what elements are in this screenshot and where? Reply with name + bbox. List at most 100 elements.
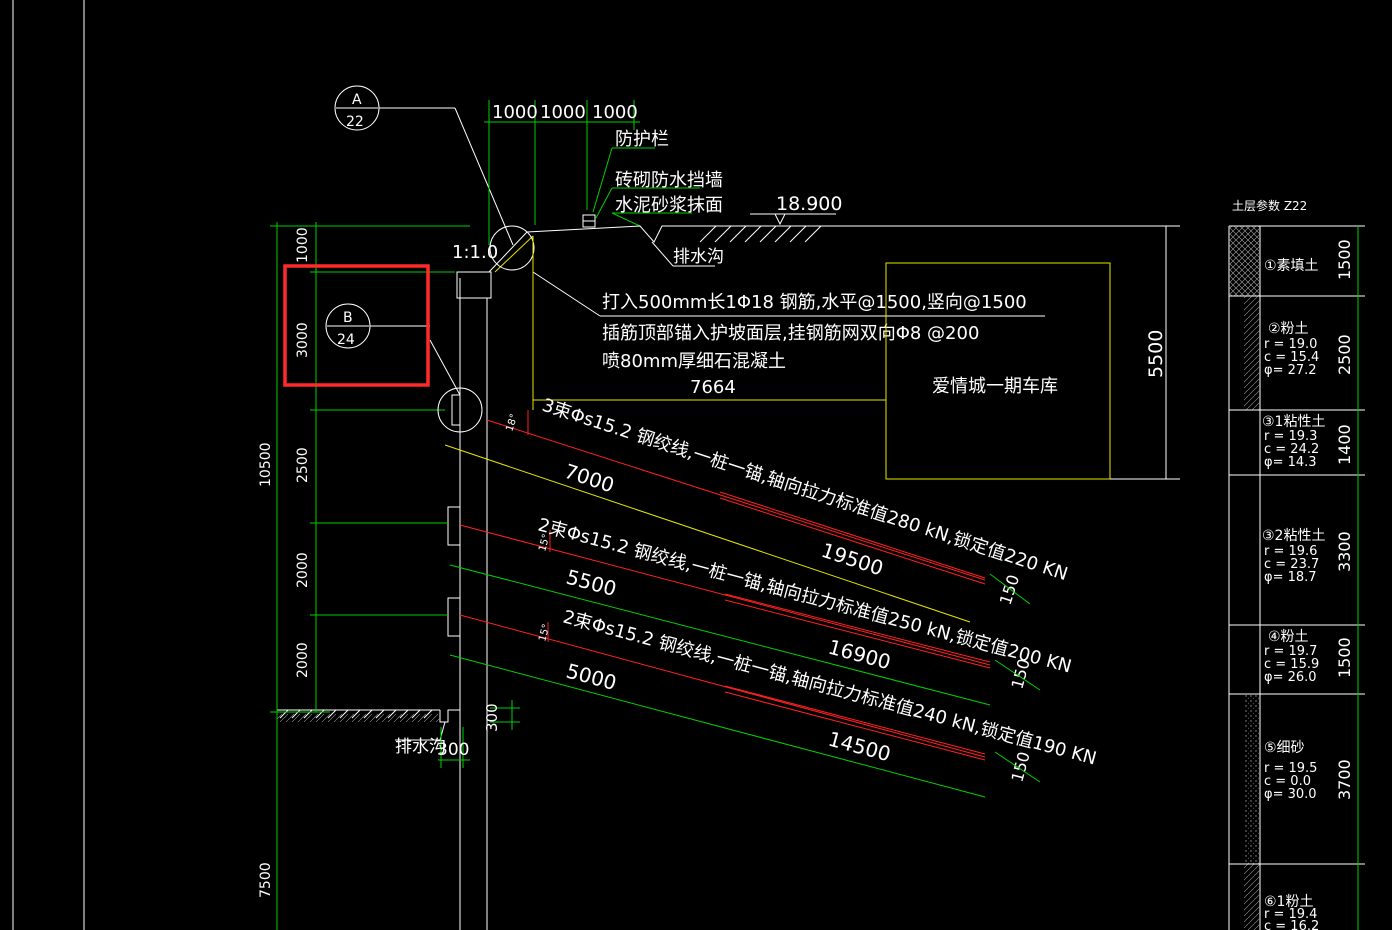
soil-layer-7: ⑥1粉土 r = 19.4 c = 16.2 [1264, 894, 1319, 930]
slope-ratio-label: 1:1.0 [452, 242, 498, 263]
anchor-3-angle: 15° [537, 623, 552, 643]
anchor-2-spacing-tick [994, 659, 1041, 691]
garage-offset-7664: 7664 [690, 377, 736, 398]
soil-6-thickness: 3700 [1335, 759, 1354, 800]
slope-note-line2: 插筋顶部锚入护坡面层,挂钢筋网双向Φ8 @200 [602, 323, 979, 344]
elevation-label: 18.900 [776, 193, 842, 215]
garage-label: 爱情城一期车库 [932, 376, 1058, 397]
garage-offset-dimension [532, 236, 886, 410]
soil-5-param-phi: φ= 26.0 [1264, 670, 1317, 685]
anchor-3-spacing: 150 [1008, 750, 1034, 784]
top-drain-leader [651, 241, 715, 267]
left-dim-bottom-7500: 7500 [258, 862, 274, 898]
soil-2-thickness: 2500 [1335, 334, 1354, 375]
soil-5-param-c: c = 15.9 [1264, 657, 1319, 672]
soil-3-name: ③1粘性土 [1262, 414, 1325, 430]
callout-b-letter: B [343, 310, 353, 326]
soil-5-param-r: r = 19.7 [1264, 644, 1317, 659]
left-dim-2500: 2500 [295, 447, 311, 483]
soil-4-param-phi: φ= 18.7 [1264, 570, 1317, 585]
anchor-2 [449, 524, 991, 706]
soil-1-name: ①素填土 [1264, 258, 1319, 274]
soil-4-param-c: c = 23.7 [1264, 557, 1319, 572]
left-dim-2000-a: 2000 [295, 552, 311, 588]
top-dimension-chain [484, 100, 640, 245]
soil-2-param-phi: φ= 27.2 [1264, 363, 1317, 378]
soil-column [1228, 225, 1365, 930]
soil-table-title: 土层参数 Z22 [1232, 198, 1307, 213]
callout-b-number: 24 [337, 332, 355, 348]
anchor-1-spacing-tick [989, 573, 1031, 605]
soil-4-thickness: 3300 [1335, 531, 1354, 572]
left-dimension-lines [270, 222, 470, 930]
bottom-dim-300-vertical [490, 700, 520, 730]
detail-circle-b [437, 387, 483, 433]
callout-a [334, 85, 514, 246]
soil-3-param-r: r = 19.3 [1264, 429, 1317, 444]
bottom-dim-300-v-text: 300 [483, 703, 501, 732]
soil-7-name: ⑥1粉土 [1264, 894, 1313, 910]
soil-6-name: ⑤细砂 [1264, 740, 1305, 756]
soil-7-param-r: r = 19.4 [1264, 907, 1317, 922]
garage-height-dimension [1110, 226, 1180, 480]
soil-3-param-c: c = 24.2 [1264, 442, 1319, 457]
top-dim-3: 1000 [592, 102, 638, 123]
anchor-1-spacing: 150 [996, 572, 1024, 607]
soil-6-param-c: c = 0.0 [1264, 774, 1311, 789]
top-dim-2: 1000 [540, 102, 586, 123]
soil-layer-2: ②粉土 r = 19.0 c = 15.4 φ= 27.2 2500 [1264, 321, 1354, 378]
detail-circle-top [489, 225, 535, 271]
slope-note-line1: 打入500mm长1Φ18 钢筋,水平@1500,竖向@1500 [602, 292, 1027, 313]
soil-2-param-c: c = 15.4 [1264, 350, 1319, 365]
slope-note-leader [532, 271, 1045, 317]
callout-a-number: 22 [346, 114, 364, 130]
soil-layer-4: ③2粘性土 r = 19.6 c = 23.7 φ= 18.7 3300 [1262, 528, 1354, 585]
soil-4-name: ③2粘性土 [1262, 528, 1325, 544]
top-leaders [582, 147, 700, 228]
anchor-2-angle: 15° [537, 533, 552, 553]
top-drain-label: 排水沟 [673, 247, 724, 267]
soil-layer-3: ③1粘性土 r = 19.3 c = 24.2 φ= 14.3 1400 [1262, 414, 1354, 470]
retaining-pile [447, 271, 492, 930]
soil-layer-6: ⑤细砂 r = 19.5 c = 0.0 φ= 30.0 3700 [1264, 740, 1354, 802]
anchor-3-bond-length: 14500 [826, 727, 894, 767]
top-ground [488, 213, 1180, 273]
anchor-3-free-length: 5000 [564, 659, 619, 695]
bottom-dim-300-text: 300 [437, 740, 469, 760]
left-dim-2000-b: 2000 [295, 642, 311, 678]
left-dim-total-10500: 10500 [258, 442, 274, 487]
soil-7-param-c: c = 16.2 [1264, 919, 1319, 930]
excavation-bottom [277, 709, 460, 723]
anchor-2-free-length: 5500 [564, 565, 619, 601]
soil-6-param-phi: φ= 30.0 [1264, 787, 1317, 802]
soil-layer-5: ④粉土 r = 19.7 c = 15.9 φ= 26.0 1500 [1264, 629, 1354, 685]
soil-3-thickness: 1400 [1335, 424, 1354, 465]
soil-layer-1: ①素填土 1500 [1264, 239, 1354, 280]
bottom-dim-300-horizontal [438, 727, 470, 768]
anchor-1-angle: 18° [504, 413, 520, 433]
mortar-label: 水泥砂浆抹面 [615, 195, 723, 216]
anchor-3 [449, 614, 986, 798]
garage-height-5500: 5500 [1145, 330, 1167, 378]
garage-box [885, 262, 1111, 480]
bottom-drain-label: 排水沟 [395, 737, 446, 757]
soil-1-thickness: 1500 [1335, 239, 1354, 280]
slope-note-line3: 喷80mm厚细石混凝土 [602, 351, 786, 372]
soil-6-param-r: r = 19.5 [1264, 761, 1317, 776]
selection-highlight-box[interactable] [283, 264, 430, 387]
anchor-3-spacing-tick [994, 751, 1041, 783]
left-dim-3000: 3000 [295, 322, 311, 358]
soil-2-name: ②粉土 [1268, 321, 1309, 337]
soil-3-param-phi: φ= 14.3 [1264, 455, 1317, 470]
anchor-1-free-length: 7000 [561, 459, 617, 498]
brick-wall-label: 砖砌防水挡墙 [615, 170, 723, 191]
left-dim-1000: 1000 [295, 227, 311, 263]
soil-5-name: ④粉土 [1268, 629, 1309, 645]
anchor-1 [444, 410, 986, 623]
soil-2-param-r: r = 19.0 [1264, 337, 1317, 352]
soil-4-param-r: r = 19.6 [1264, 544, 1317, 559]
guardrail-label: 防护栏 [615, 129, 669, 150]
callout-a-letter: A [352, 92, 362, 108]
soil-5-thickness: 1500 [1335, 637, 1354, 678]
